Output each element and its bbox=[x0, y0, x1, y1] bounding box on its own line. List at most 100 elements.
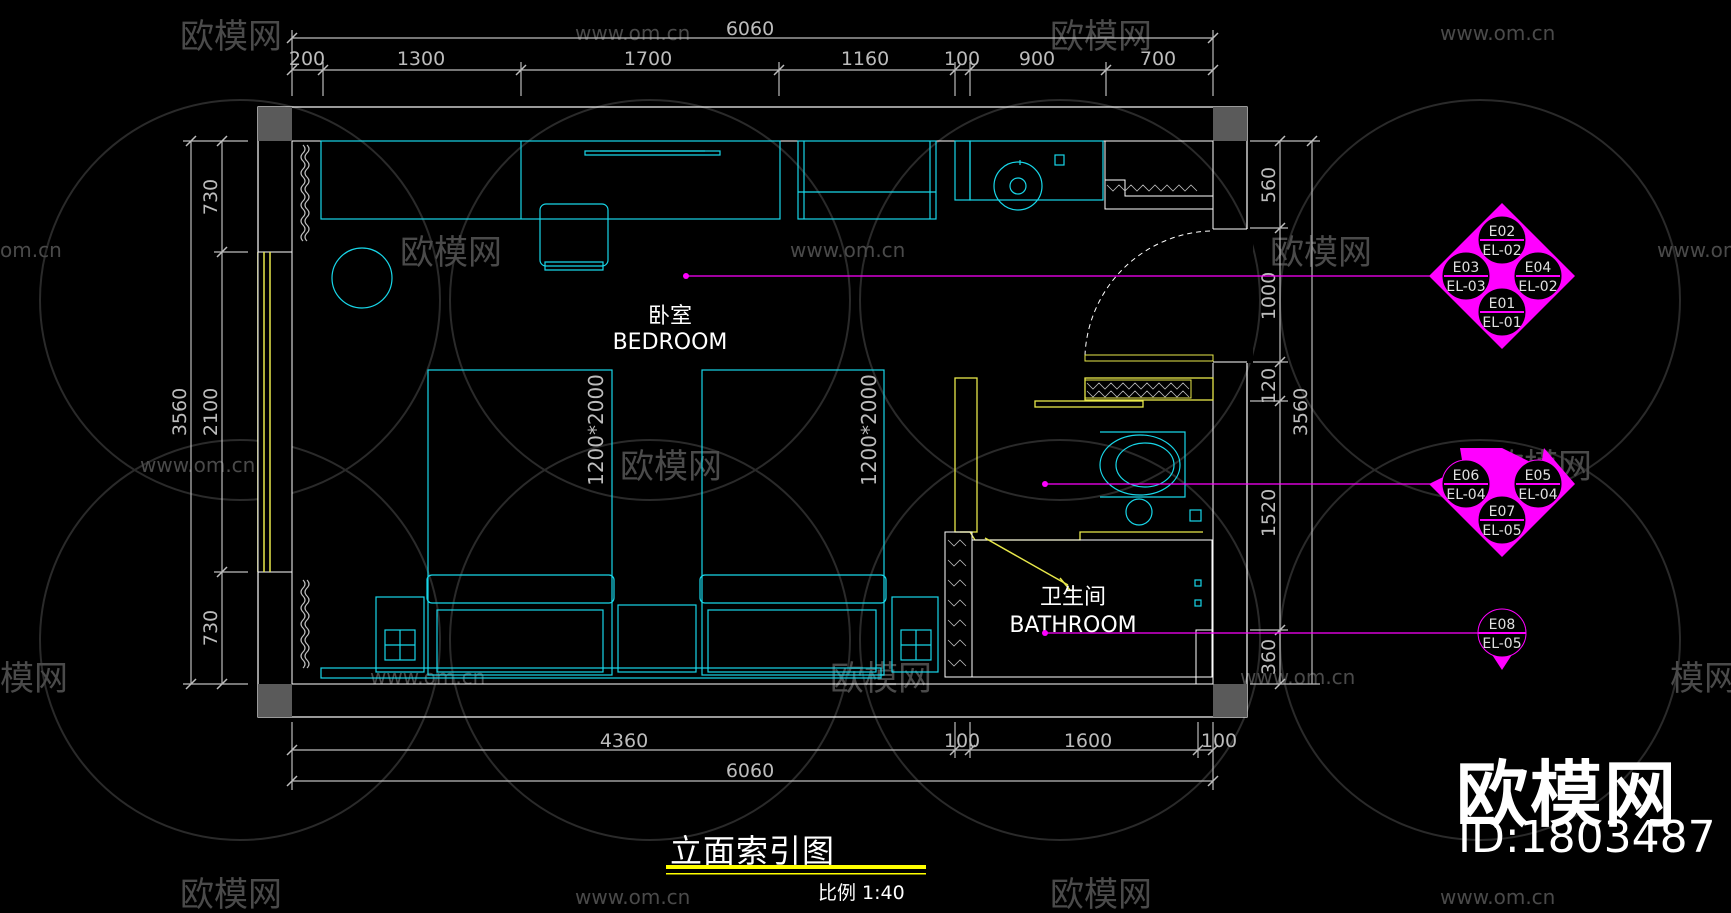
room-label-bedroom-cn: 卧室 bbox=[648, 304, 692, 329]
bed-right bbox=[701, 369, 885, 676]
bed-size-label: 1200*2000 bbox=[584, 374, 608, 486]
column bbox=[1213, 107, 1247, 141]
watermark-logo-partial: 模网 bbox=[1670, 659, 1731, 699]
wastebin bbox=[1125, 498, 1153, 526]
tag-code: E04 bbox=[1525, 260, 1552, 276]
nightstand-middle bbox=[617, 604, 697, 673]
dim-bottom-total: 6060 bbox=[726, 760, 774, 782]
dim-top-segment: 200 bbox=[289, 48, 325, 70]
dimension-labels: 6060 200 1300 1700 1160 100 900 700 4360… bbox=[169, 18, 1312, 782]
tag-code: E06 bbox=[1453, 468, 1480, 484]
tag-sub: EL-05 bbox=[1482, 523, 1521, 539]
dim-left-total: 3560 bbox=[169, 388, 191, 436]
entry-door bbox=[1084, 230, 1214, 362]
watermark-url: www.om.cn bbox=[575, 21, 690, 45]
index-point bbox=[1042, 630, 1048, 636]
room-label-bathroom-cn: 卫生间 bbox=[1040, 585, 1106, 610]
dim-left-segment: 2100 bbox=[200, 388, 222, 436]
bed-size-label: 1200*2000 bbox=[857, 374, 881, 486]
dim-right-segment: 1520 bbox=[1258, 489, 1280, 537]
tag-code: E05 bbox=[1525, 468, 1552, 484]
index-point bbox=[1042, 481, 1048, 487]
watermark-logo-partial: 模网 bbox=[0, 659, 68, 699]
dim-left-segment: 730 bbox=[200, 610, 222, 646]
dim-right-segment: 560 bbox=[1258, 167, 1280, 203]
dim-right-segment: 120 bbox=[1258, 368, 1280, 404]
tag-sub: EL-04 bbox=[1446, 487, 1485, 503]
dim-top-segment: 1160 bbox=[841, 48, 889, 70]
tag-sub: EL-02 bbox=[1518, 279, 1557, 295]
furniture bbox=[300, 140, 1202, 679]
watermark-logo: 欧模网 bbox=[1270, 233, 1372, 273]
tag-code: E07 bbox=[1489, 504, 1516, 520]
dim-left-segment: 730 bbox=[200, 179, 222, 215]
dim-bottom-segment: 100 bbox=[944, 730, 980, 752]
dim-bottom-segment: 100 bbox=[1201, 730, 1237, 752]
brand-logo: 欧模网 bbox=[1456, 753, 1679, 837]
tag-sub: EL-01 bbox=[1482, 315, 1521, 331]
dimension-lines bbox=[183, 30, 1320, 790]
dimension-ticks bbox=[185, 32, 1318, 787]
tag-code: E08 bbox=[1489, 617, 1516, 633]
index-point bbox=[683, 273, 689, 279]
watermark-url: www.om.cn bbox=[575, 885, 690, 909]
tag-code: E02 bbox=[1489, 224, 1516, 240]
watermark-logo: 欧模网 bbox=[830, 659, 932, 699]
elevation-tag-1: E02 EL-02 E03 EL-03 E04 EL-02 E01 EL-01 bbox=[1429, 203, 1575, 349]
dim-right-segment: 1000 bbox=[1258, 272, 1280, 320]
tag-sub: EL-04 bbox=[1518, 487, 1557, 503]
desk bbox=[320, 140, 781, 220]
cabinet bbox=[797, 140, 937, 220]
dim-right-total: 3560 bbox=[1290, 388, 1312, 436]
room-label-bedroom-en: BEDROOM bbox=[613, 330, 728, 355]
tag-sub: EL-03 bbox=[1446, 279, 1485, 295]
dim-bottom-segment: 4360 bbox=[600, 730, 648, 752]
nightstand bbox=[891, 596, 939, 673]
tag-sub: EL-05 bbox=[1482, 636, 1521, 652]
elevation-tag-3: E08 EL-05 bbox=[1477, 608, 1527, 670]
walls bbox=[257, 106, 1253, 718]
column bbox=[1213, 684, 1247, 717]
bed-labels: 1200*2000 1200*2000 bbox=[584, 374, 881, 486]
dim-right-segment: 360 bbox=[1258, 639, 1280, 675]
nightstand bbox=[375, 596, 425, 673]
watermark-url: www.om.cn bbox=[1440, 885, 1555, 909]
column bbox=[258, 684, 292, 717]
watermark-logo: 欧模网 bbox=[180, 17, 282, 57]
tag-code: E03 bbox=[1453, 260, 1480, 276]
dim-top-segment: 700 bbox=[1140, 48, 1176, 70]
curtain bbox=[300, 144, 310, 669]
column bbox=[258, 107, 292, 141]
dim-top-segment: 100 bbox=[944, 48, 980, 70]
index-leaders bbox=[686, 275, 1480, 634]
tag-sub: EL-02 bbox=[1482, 243, 1521, 259]
bed-left bbox=[427, 369, 613, 676]
watermark-url: www.om.cn bbox=[1240, 665, 1355, 689]
watermark-url-partial: om.cn bbox=[0, 238, 62, 262]
elevation-tag-2: E06 EL-04 E05 EL-04 E07 EL-05 bbox=[1429, 448, 1575, 557]
watermark-logo: 欧模网 bbox=[620, 447, 722, 487]
drawing-title: 立面索引图 bbox=[670, 832, 836, 870]
watermark-url: www.om.cn bbox=[1440, 21, 1555, 45]
dim-top-total: 6060 bbox=[726, 18, 774, 40]
tv bbox=[584, 150, 721, 156]
watermark-url: www.om.cn bbox=[790, 238, 905, 262]
dim-top-segment: 1300 bbox=[397, 48, 445, 70]
watermark-logo: 欧模网 bbox=[1050, 17, 1152, 57]
watermark-logos: 欧模网 欧模网 欧模网 欧模网 欧模网 欧模网 欧模网 欧模网 欧模网 模网 模… bbox=[0, 17, 1731, 913]
tag-code: E01 bbox=[1489, 296, 1516, 312]
dim-top-segment: 900 bbox=[1019, 48, 1055, 70]
desk-chair bbox=[539, 203, 609, 267]
basin bbox=[993, 161, 1043, 211]
brand-id: ID:1803487 bbox=[1458, 812, 1716, 863]
round-table bbox=[331, 247, 393, 309]
toilet bbox=[1100, 431, 1186, 498]
bathroom-walls bbox=[944, 140, 1214, 685]
watermark-logo: 欧模网 bbox=[180, 875, 282, 913]
drawing-scale: 比例 1:40 bbox=[818, 882, 905, 904]
title-underline bbox=[666, 865, 926, 875]
watermark-logo: 欧模网 bbox=[400, 233, 502, 273]
room-label-bathroom-en: BATHROOM bbox=[1009, 613, 1136, 638]
watermark-url: www.om.cn bbox=[1657, 238, 1731, 262]
